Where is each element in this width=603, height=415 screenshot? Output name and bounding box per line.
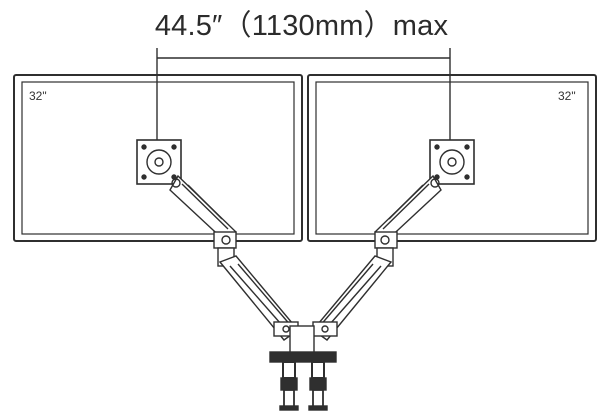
vesa-plate-icon [136,139,182,185]
right-monitor [307,74,597,242]
gas-spring-arm-icon [169,174,300,341]
desk-clamp-icon [269,325,337,411]
left-monitor-size-label: 32" [29,89,47,103]
left-monitor [13,74,303,242]
max-width-dimension [156,48,451,150]
right-monitor-size-label: 32" [558,89,576,103]
vesa-plate-icon [429,139,475,185]
max-width-label: 44.5″（1130mm）max [154,10,449,42]
gas-spring-arm-icon [311,174,442,341]
